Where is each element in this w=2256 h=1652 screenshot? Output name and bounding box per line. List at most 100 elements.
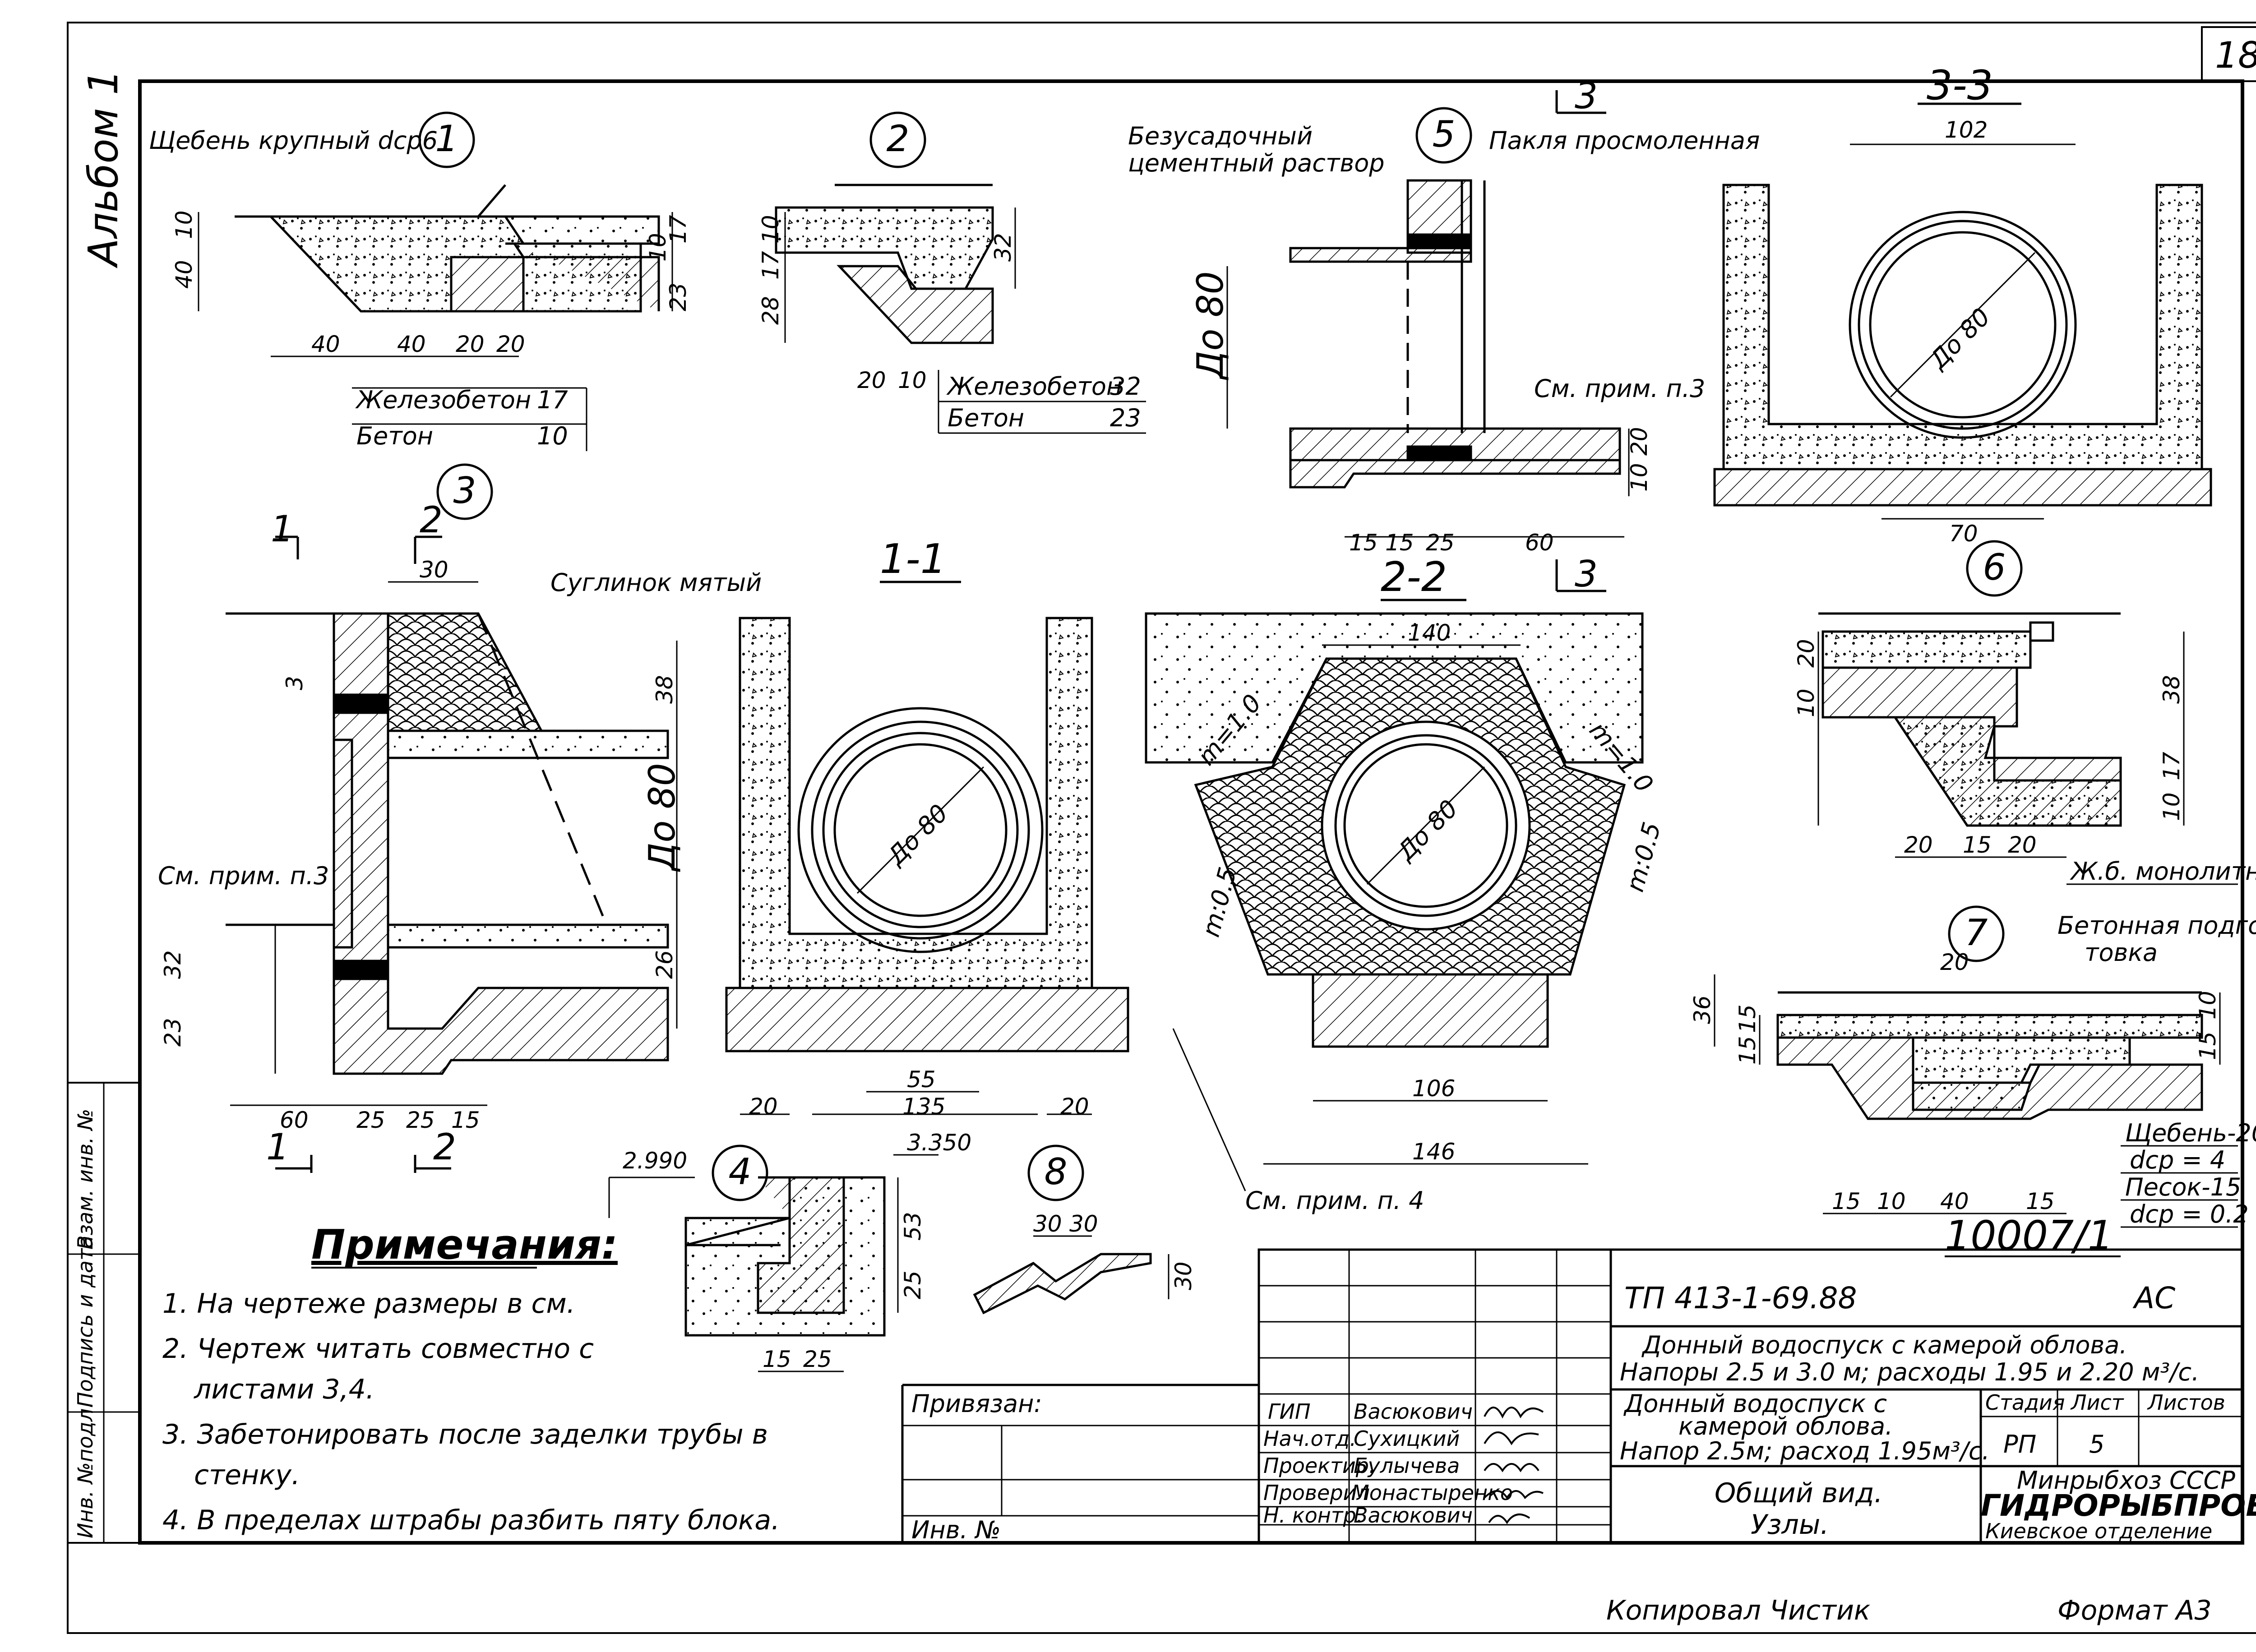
tb-sheet-b: Узлы. [1751,1509,1829,1541]
notes-title: Примечания: [311,1221,618,1269]
tb-sheet-a: Общий вид. [1715,1477,1883,1509]
section-1-1 [725,581,1129,1115]
node-7-legend-2: Песок-15 [2125,1173,2241,1201]
node-8-marker-num: 8 [1045,1151,1068,1193]
tb-role-1: Нач.отд. [1263,1426,1356,1451]
tb-role-3: Проверил [1263,1481,1370,1505]
tb-code: ТП 413-1-69.88 [1624,1281,1857,1315]
title-block-grid [901,1248,2244,1544]
node-6-dim-h1: 15 [1963,832,1992,858]
section-3-3-title: 3-3 [1927,62,1993,109]
node-2-dim-v2: 28 [758,296,784,325]
tb-stage-header: Стадия [1985,1390,2065,1415]
section-1-1-dim-3: 20 [1060,1094,1089,1120]
node-3-dim-v2: До 80 [641,763,683,872]
node-4-marker-num: 4 [729,1151,752,1193]
note-4-callout: См. прим. п. 4 [1245,1186,1424,1215]
node-5-label-1a: Безусадочный [1128,122,1313,150]
section-2-2-dim-0: 140 [1408,620,1451,646]
tb-lists-header: Листов [2147,1390,2225,1415]
node-7-legend-1: dср = 4 [2130,1146,2225,1174]
node-7-dim-v0: 15 [1734,1004,1761,1033]
section-2-2-dim-3: 36 [1689,995,1715,1024]
tb-org-3: Киевское отделение [1985,1519,2212,1543]
node-2-dim-h0: 20 [857,367,886,393]
note-2: 2. Чертеж читать совместно с [162,1333,594,1365]
cut-mark-3-top: 3 [1575,75,1598,117]
side-stamp-sign: Подпись и дата [73,1236,97,1407]
tb-name-3: Монастыренко [1351,1481,1513,1505]
node-6-label-2b: товка [2085,938,2158,967]
node-marker-7 [1948,905,2005,962]
node-5-marker-num: 5 [1433,113,1456,155]
node-6-dim-h0: 20 [1904,832,1933,858]
tb-name-1: Сухицкий [1354,1426,1460,1451]
node-1-legend-1-value: 10 [537,422,568,450]
node-7-marker-num: 7 [1965,912,1988,954]
node-4-elev-2: 3.350 [907,1130,971,1156]
section-3-3-dim-0: 102 [1945,117,1988,143]
node-6 [1817,540,2238,885]
node-3-dim-v0: 3 [282,676,308,690]
page-number-box [2201,26,2256,82]
section-1-1-pipe: До 80 [881,799,953,871]
section-2-2-dim-1: 106 [1412,1075,1455,1102]
node-1-dim-v0: 10 [171,210,197,239]
section-3-3-pipe-outer [1849,211,2077,439]
tb-name-0: Васюкович [1354,1399,1473,1424]
node-1-dim-v3: 17 [665,215,691,244]
tb-org-2: ГИДРОРЫБПРОЕКТ [1981,1488,2256,1523]
node-7-dim-h2: 10 [1877,1188,1906,1214]
tb-list-header: Лист [2070,1390,2124,1415]
section-1-1-dim-0: 55 [907,1066,936,1093]
node-4-dim-0: 53 [900,1212,926,1241]
node-8-dim-2: 30 [1170,1261,1197,1290]
tb-org-1: Минрыбхоз СССР [2017,1466,2235,1495]
node-4-dim-2: 15 [763,1346,791,1372]
node-1-dim-v1: 40 [171,260,197,289]
node-marker-6 [1966,540,2023,597]
side-stamp-inv: Инв. №подл. [73,1402,97,1538]
node-6-dim-v1: 10 [1793,688,1819,717]
node-7-legend-3: dср = 0.2 [2130,1200,2249,1228]
node-1-legend-1-name: Бетон [356,422,433,450]
node-5-dim-h2: 25 [1426,530,1455,556]
tb-project-b: Напоры 2.5 и 3.0 м; расходы 1.95 и 2.20 … [1620,1358,2199,1386]
section-3-3 [1713,102,2212,520]
node-6-label-1: Ж.б. монолитный [2070,857,2256,886]
tb-object-c: Напор 2.5м; расход 1.95м³/с. [1620,1437,1990,1465]
tb-name-2: Булычева [1354,1454,1460,1478]
node-marker-4 [712,1144,768,1201]
outer-frame [67,22,2256,1634]
tb-role-2: Проектир. [1263,1454,1376,1478]
note-3: 3. Забетонировать после заделки трубы в [162,1419,768,1450]
node-2-legend-1-value: 23 [1110,404,1141,432]
node-4-elev-1: 2.990 [623,1148,687,1174]
side-stamp-replace: Взам. инв. № [73,1109,97,1250]
section-2-2-title: 2-2 [1381,554,1447,601]
node-5-label-3: См. прим. п.3 [1534,374,1705,403]
node-6-marker-num: 6 [1983,546,2006,588]
node-marker-3 [436,463,493,520]
tb-object-b: камерой облова. [1678,1412,1893,1440]
note-4-leader [1172,1028,1246,1191]
node-3-dim-v5: 23 [160,1018,186,1047]
node-5-dim-v2: 20 [1626,427,1652,456]
node-3-dim-h3: 25 [406,1107,435,1133]
node-2-dim-v3: 32 [990,233,1016,262]
tb-role-0: ГИП [1268,1399,1311,1424]
section-1-1-pipe-outer [797,707,1044,953]
node-6-label-2a: Бетонная подго- [2057,911,2256,940]
node-2 [775,111,1146,434]
node-2-dim-h1: 10 [898,367,927,393]
node-7-dim-h0: 20 [1940,949,1969,975]
node-3-marker-num: 3 [453,470,476,512]
node-7-dim-h1: 15 [1832,1188,1861,1214]
node-7-dim-h4: 15 [2026,1188,2055,1214]
node-3-label-1: Суглинок мятый [550,568,762,597]
tb-privyazan: Привязан: [911,1389,1042,1418]
node-1-dim-h0: 40 [311,331,340,357]
archive-number: 10007/1 [1945,1212,2113,1260]
node-7-dim-v2: 10 [2195,991,2221,1020]
